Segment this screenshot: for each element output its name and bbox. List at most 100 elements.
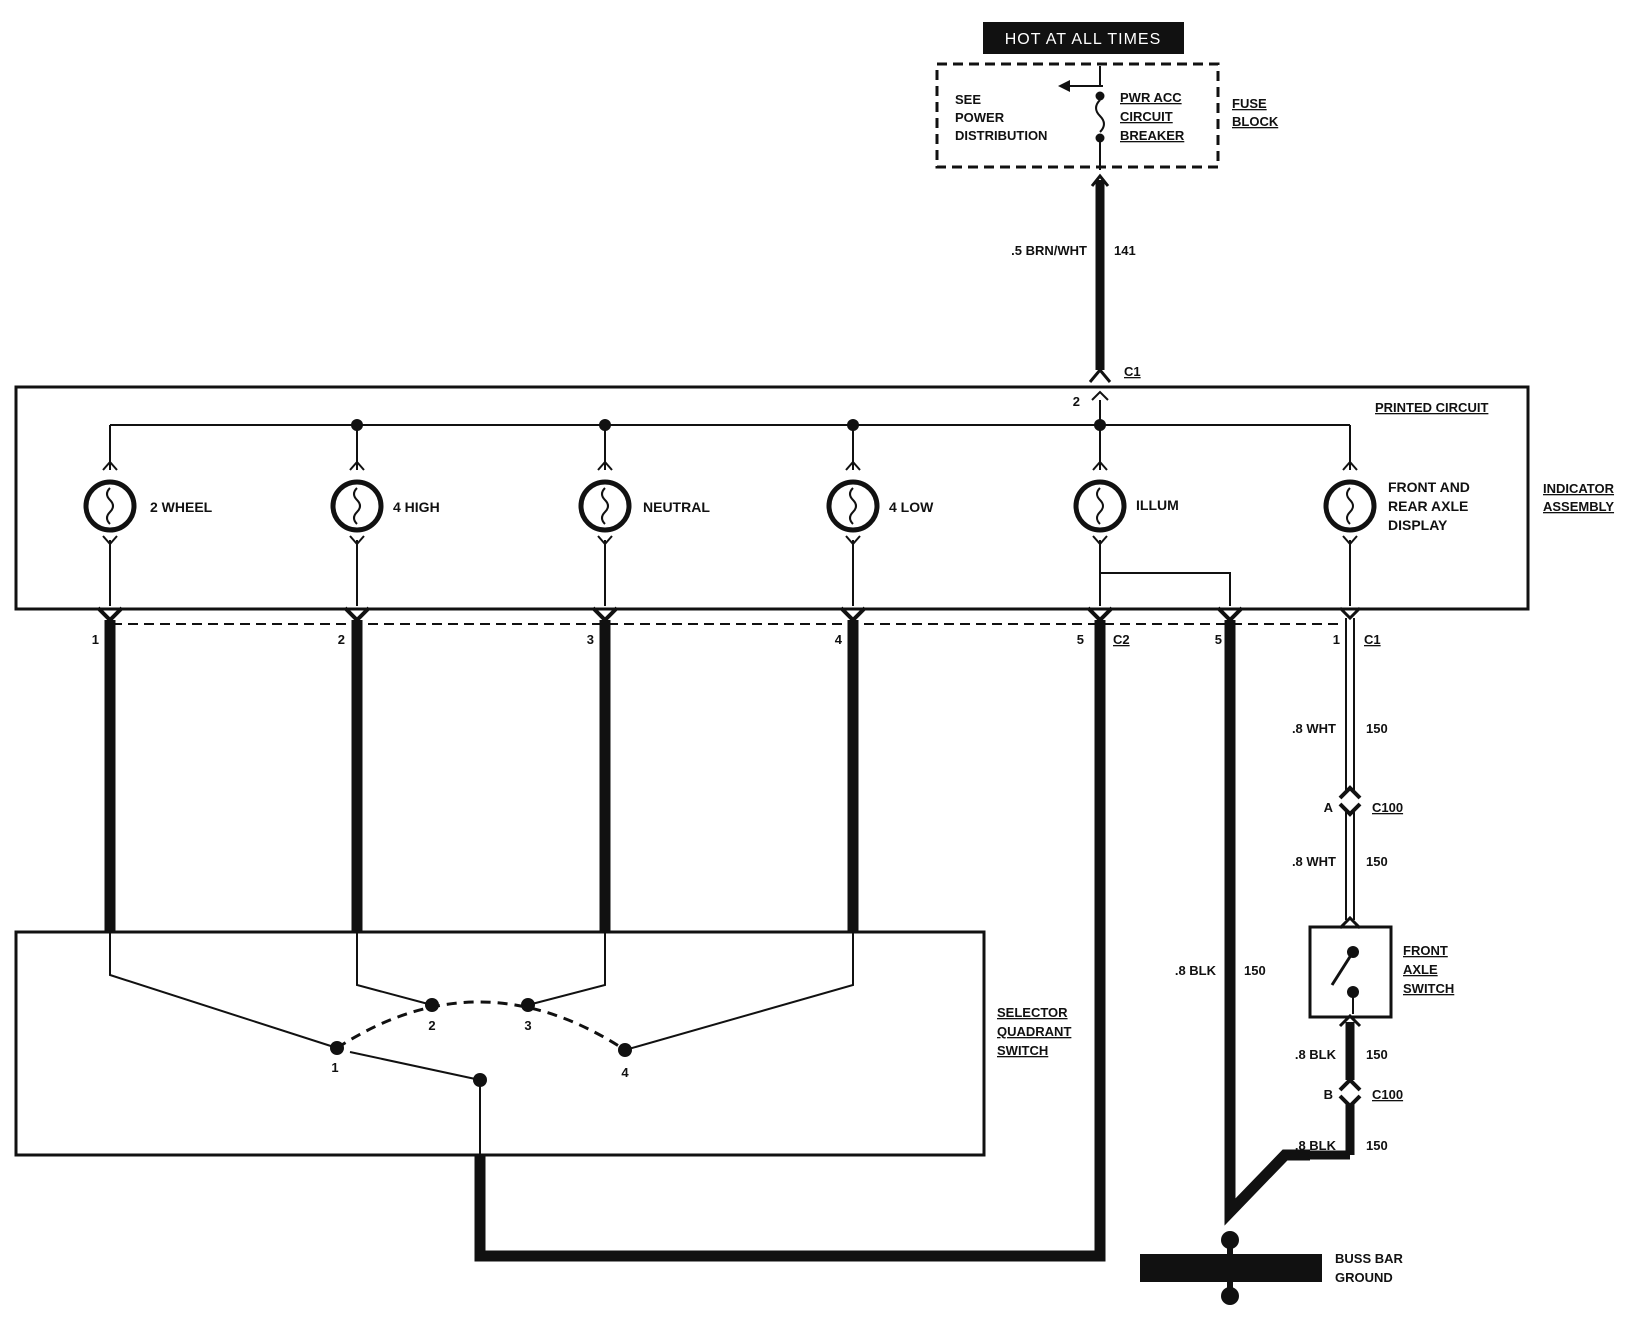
bulb-icon — [330, 479, 384, 533]
lamp-label: 4 HIGH — [393, 499, 440, 515]
c100a-pin: A — [1324, 800, 1334, 815]
selector-contact — [330, 1041, 344, 1055]
axle-wire-1-color: .8 WHT — [1292, 721, 1336, 736]
feed-wire-color: .5 BRN/WHT — [1011, 243, 1087, 258]
front-axle-switch-label-2: AXLE — [1403, 962, 1438, 977]
axle-wire-4-color: .8 BLK — [1295, 1138, 1337, 1153]
selector-wiper — [349, 1051, 481, 1081]
c100a-connector-icon — [1338, 785, 1362, 800]
position-label: 4 — [621, 1065, 629, 1080]
lamp-neutral: NEUTRAL — [578, 460, 710, 606]
lamp-label: 4 LOW — [889, 499, 934, 515]
c2-label: C2 — [1113, 632, 1130, 647]
c1-top-inner-icon — [1091, 390, 1109, 401]
circuit-breaker-icon — [1095, 99, 1105, 133]
selector-arc — [336, 1000, 626, 1052]
bulb-icon — [826, 479, 880, 533]
bulb-icon — [1073, 479, 1127, 533]
lamp-label: ILLUM — [1136, 497, 1179, 513]
ground-label-1: BUSS BAR — [1335, 1251, 1404, 1266]
pin-label: 3 — [587, 632, 594, 647]
fuse-block-label-2: BLOCK — [1232, 114, 1279, 129]
position-label: 3 — [524, 1018, 531, 1033]
hot-banner — [983, 22, 1184, 54]
ground-wire-color: .8 BLK — [1175, 963, 1217, 978]
axle-wire-3-circuit: 150 — [1366, 1047, 1388, 1062]
indicator-assembly-title-1: INDICATOR — [1543, 481, 1615, 496]
breaker-terminal-bottom — [1095, 133, 1105, 143]
front-axle-switch-box — [1308, 925, 1393, 1019]
axle-wire-2-circuit: 150 — [1366, 854, 1388, 869]
front-axle-switch-label-1: FRONT — [1403, 943, 1448, 958]
selector-label-2: QUADRANT — [997, 1024, 1071, 1039]
power-distribution-arrow-icon — [1058, 80, 1070, 92]
position-label: 2 — [428, 1018, 435, 1033]
breaker-terminal-top — [1095, 91, 1105, 101]
c100b-pin: B — [1324, 1087, 1333, 1102]
axle-wire-4-circuit: 150 — [1366, 1138, 1388, 1153]
lamp-label-line-2: REAR AXLE — [1388, 498, 1468, 514]
selector-label-3: SWITCH — [997, 1043, 1048, 1058]
breaker-line-3: BREAKER — [1120, 128, 1185, 143]
lamp-label-line-1: FRONT AND — [1388, 479, 1470, 495]
selector-wires — [104, 620, 1106, 1262]
connector-row: 1 2 3 4 5 C2 5 1 C1 — [92, 606, 1381, 647]
ground-terminal — [1221, 1287, 1239, 1305]
feed-wire: .5 BRN/WHT 141 C1 2 — [1011, 173, 1141, 409]
indicator-assembly: PRINTED CIRCUIT INDICATOR ASSEMBLY 2 WHE… — [14, 385, 1615, 611]
indicator-assembly-box — [14, 385, 1530, 611]
c100a-name: C100 — [1372, 800, 1403, 815]
pin-label: 2 — [338, 632, 345, 647]
connector-terminal-icon — [1338, 606, 1362, 621]
breaker-line-2: CIRCUIT — [1120, 109, 1173, 124]
axle-wire-1-circuit: 150 — [1366, 721, 1388, 736]
axle-wire-3-color: .8 BLK — [1295, 1047, 1337, 1062]
wire-illum-to-selector — [474, 620, 1106, 1262]
pin-label: 5 — [1215, 632, 1222, 647]
pin-label: 1 — [1333, 632, 1340, 647]
buss-bar-ground: BUSS BAR GROUND — [1140, 1231, 1404, 1305]
breaker-line-1: PWR ACC — [1120, 90, 1182, 105]
lamp-label-line-3: DISPLAY — [1388, 517, 1448, 533]
c1-top-name: C1 — [1124, 364, 1141, 379]
lamp-illum: ILLUM — [1073, 460, 1231, 606]
selector-label-1: SELECTOR — [997, 1005, 1068, 1020]
c1-top-connector-icon — [1088, 367, 1112, 383]
pin-label: 1 — [92, 632, 99, 647]
fuse-block-label-1: FUSE — [1232, 96, 1267, 111]
see-power-line-2: POWER — [955, 110, 1005, 125]
ground-wire-line — [1224, 620, 1310, 1226]
bulb-icon — [83, 479, 137, 533]
indicator-ground-wire: .8 BLK 150 — [1175, 620, 1310, 1226]
feed-wire-circuit: 141 — [1114, 243, 1136, 258]
lamp-2-wheel: 2 WHEEL — [83, 460, 213, 606]
lamp-label: NEUTRAL — [643, 499, 710, 515]
ground-label-2: GROUND — [1335, 1270, 1393, 1285]
c100b-name: C100 — [1372, 1087, 1403, 1102]
selector-quadrant-switch: 1 2 3 4 SELECTOR QUADRANT SWITCH — [14, 930, 1071, 1157]
illum-ground-trace — [1100, 572, 1231, 606]
hot-banner-text: HOT AT ALL TIMES — [1005, 31, 1162, 48]
bulb-icon — [578, 479, 632, 533]
indicator-assembly-title-2: ASSEMBLY — [1543, 499, 1614, 514]
front-axle-circuit: .8 WHT 150 A C100 .8 WHT 150 FRONT AXLE … — [1292, 618, 1454, 1160]
pin-label: 4 — [835, 632, 843, 647]
lamp-4-high: 4 HIGH — [330, 460, 440, 606]
see-power-line-1: SEE — [955, 92, 981, 107]
ground-wire-circuit: 150 — [1244, 963, 1266, 978]
selector-contact — [521, 998, 535, 1012]
front-axle-switch-label-3: SWITCH — [1403, 981, 1454, 996]
axle-wire-2-color: .8 WHT — [1292, 854, 1336, 869]
bulb-icon — [1323, 479, 1377, 533]
selector-box — [14, 930, 986, 1157]
selector-contact — [618, 1043, 632, 1057]
fuse-block: HOT AT ALL TIMES SEE POWER DISTRIBUTION … — [935, 22, 1279, 170]
feed-connector-top-icon — [1090, 173, 1110, 187]
selector-contact — [425, 998, 439, 1012]
pin-label: 5 — [1077, 632, 1084, 647]
c100b-connector-icon — [1338, 1077, 1362, 1092]
bus-junction — [1094, 419, 1106, 431]
c100a-connector-icon — [1338, 802, 1362, 817]
lamp-front-rear-axle-display: FRONT AND REAR AXLE DISPLAY — [1323, 460, 1470, 606]
